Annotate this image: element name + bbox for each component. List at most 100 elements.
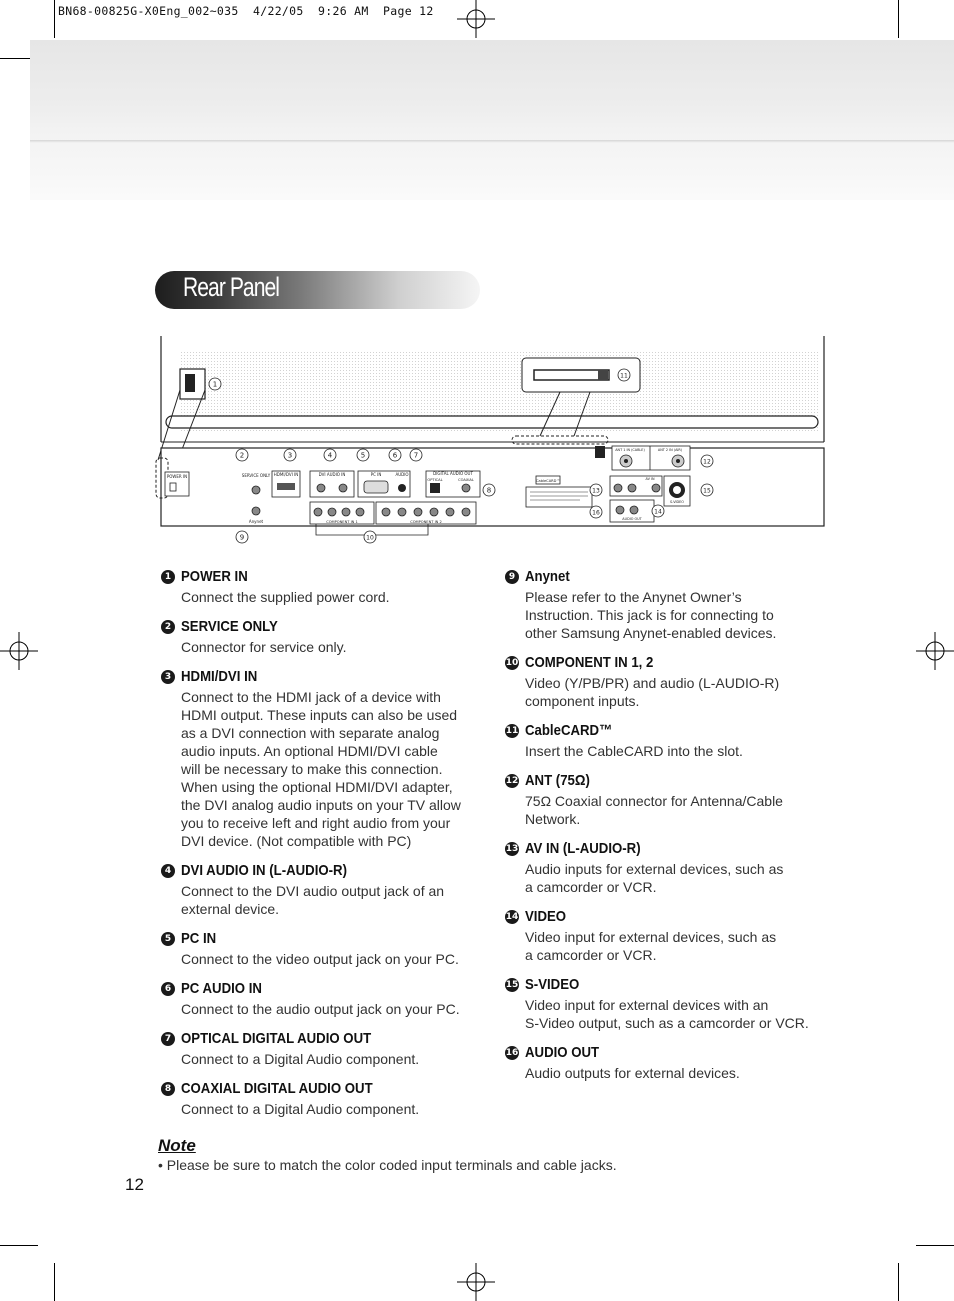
pc-audio-label: AUDIO (395, 472, 408, 477)
pc-label: PC IN (371, 472, 382, 477)
item-description: Video input for external devices, such a… (525, 929, 777, 963)
component2-label: COMPONENT IN 2 (410, 520, 442, 524)
item-description: Audio inputs for external devices, such … (525, 861, 784, 895)
optical-label: OPTICAL (427, 478, 442, 482)
item-number: 16 (505, 1046, 519, 1060)
item-description: Connect to the HDMI jack of a device wit… (181, 689, 461, 849)
component1-label: COMPONENT IN 1 (326, 520, 358, 524)
crop-mark (916, 1245, 954, 1246)
callout-10 (363, 530, 377, 544)
dvi-audio-label: DVI AUDIO IN (319, 472, 346, 477)
crop-mark (54, 1263, 55, 1301)
item-description: Connect to the audio output jack on your… (181, 1001, 460, 1017)
callout-7 (409, 448, 423, 462)
item-number: 11 (505, 724, 519, 738)
item-description: Insert the CableCARD into the slot. (525, 743, 743, 759)
item-number: 2 (161, 620, 175, 634)
svg-text:2: 2 (240, 452, 244, 460)
callout-11 (617, 368, 631, 382)
item-number: 3 (161, 670, 175, 684)
item-title: HDMI/DVI IN (181, 668, 258, 685)
svg-text:10: 10 (366, 535, 374, 542)
item-number: 6 (161, 982, 175, 996)
callout-1 (208, 377, 222, 391)
item-description: 75Ω Coaxial connector for Antenna/Cable … (525, 793, 783, 827)
item-description: Connect to a Digital Audio component. (181, 1101, 420, 1117)
section-title: Rear Panel (183, 272, 280, 302)
callout-13 (589, 483, 603, 497)
crop-mark (898, 0, 899, 38)
registration-mark (457, 0, 495, 38)
crop-mark (54, 0, 55, 38)
audio-out-label: AUDIO OUT (622, 517, 642, 521)
registration-mark (916, 632, 954, 670)
item-number: 8 (161, 1082, 175, 1096)
note-text: • Please be sure to match the color code… (158, 1157, 617, 1173)
callout-16 (589, 505, 603, 519)
page-number: 12 (125, 1175, 144, 1194)
callout-14 (651, 504, 665, 518)
callout-9 (235, 530, 249, 544)
item-title: COAXIAL DIGITAL AUDIO OUT (181, 1080, 373, 1097)
svg-text:13: 13 (592, 488, 600, 495)
callout-8 (482, 483, 496, 497)
svg-text:15: 15 (703, 488, 711, 495)
ant2-label: ANT 2 IN (AIR) (658, 448, 683, 452)
coaxial-label: COAXIAL (458, 478, 474, 482)
item-number: 13 (505, 842, 519, 856)
crop-mark (0, 1245, 38, 1246)
item-number: 9 (505, 570, 519, 584)
item-title: DVI AUDIO IN (L-AUDIO-R) (181, 862, 347, 879)
item-number: 15 (505, 978, 519, 992)
digital-audio-label: DIGITAL AUDIO OUT (433, 471, 473, 476)
svg-text:1: 1 (213, 381, 217, 389)
item-description: Video (Y/PB/PR) and audio (L-AUDIO-R) co… (525, 675, 780, 709)
note-heading: Note (158, 1136, 196, 1155)
print-slug: BN68-00825G-X0Eng_002~035 4/22/05 9:26 A… (58, 4, 434, 18)
crop-mark (0, 58, 38, 59)
item-description: Connect to a Digital Audio component. (181, 1051, 420, 1067)
registration-mark (457, 1263, 495, 1301)
item-description: Audio outputs for external devices. (525, 1065, 740, 1081)
ant1-label: ANT 1 IN (CABLE) (615, 448, 645, 452)
item-title: PC IN (181, 930, 217, 947)
section-title-bar (155, 271, 480, 309)
item-title: OPTICAL DIGITAL AUDIO OUT (181, 1030, 372, 1047)
item-number: 10 (505, 656, 519, 670)
callout-2 (235, 448, 249, 462)
item-title: POWER IN (181, 568, 248, 585)
svg-text:4: 4 (328, 452, 333, 460)
svg-text:11: 11 (620, 373, 628, 380)
item-description: Connect the supplied power cord. (181, 589, 390, 605)
item-title: AV IN (L-AUDIO-R) (525, 840, 641, 857)
svg-text:6: 6 (393, 452, 398, 460)
power-in-label: POWER IN (167, 474, 187, 479)
callout-12 (700, 454, 714, 468)
svg-text:3: 3 (288, 452, 292, 460)
callout-6 (388, 448, 402, 462)
item-number: 14 (505, 910, 519, 924)
callout-3 (283, 448, 297, 462)
item-description: Connect to the DVI audio output jack of … (181, 883, 445, 917)
item-title: VIDEO (525, 908, 567, 925)
item-number: 5 (161, 932, 175, 946)
header-band (30, 40, 954, 200)
item-title: ANT (75Ω) (525, 772, 590, 789)
registration-mark (0, 632, 38, 670)
svideo-label: S-VIDEO (670, 500, 684, 504)
item-title: Anynet (525, 568, 570, 585)
item-description: Connector for service only. (181, 639, 347, 655)
item-description: Video input for external devices with an… (525, 997, 809, 1031)
item-title: COMPONENT IN 1, 2 (525, 654, 654, 671)
svg-text:16: 16 (592, 510, 600, 517)
callout-5 (356, 448, 370, 462)
item-title: S-VIDEO (525, 976, 580, 993)
svg-text:8: 8 (487, 487, 491, 495)
cablecard-label: CableCARD™ (536, 479, 560, 483)
svg-text:9: 9 (240, 534, 244, 542)
service-label: SERVICE ONLY (242, 473, 271, 478)
anynet-label: Anynet (249, 519, 264, 524)
item-number: 1 (161, 570, 175, 584)
item-title: AUDIO OUT (525, 1044, 600, 1061)
item-title: PC AUDIO IN (181, 980, 262, 997)
